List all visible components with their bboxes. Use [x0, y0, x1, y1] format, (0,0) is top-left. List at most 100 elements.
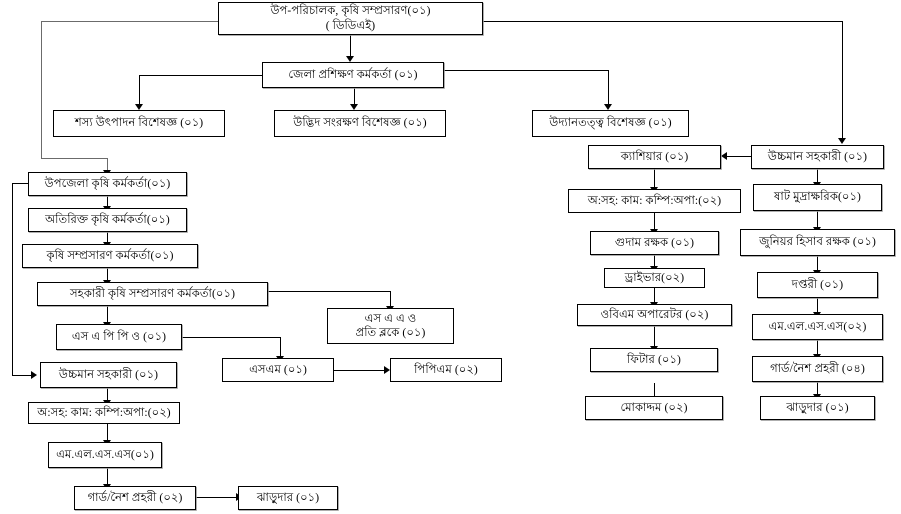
- mlss-right-label: এম.এল.এস.এস(০২): [768, 320, 867, 333]
- node-additional-agri-officer[interactable]: অতিরিক্ত কৃষি কর্মকর্তা(০১): [28, 208, 187, 232]
- office-assistant-left-label: অ:সহ: কাম: কম্পি:অপা:(০২): [37, 406, 171, 419]
- saao-per-block-line2: প্রতি ব্লকে (০১): [355, 327, 426, 339]
- connector-junioracct-daftari: [817, 256, 818, 272]
- storekeeper-label: গুদাম রক্ষক (০১): [614, 236, 695, 249]
- connector-dto-right-v: [608, 70, 609, 106]
- driver-label: ড্রাইভার(০২): [624, 271, 685, 284]
- connector-additional-aeo: [107, 232, 108, 244]
- connector-obm-fitter: [654, 326, 655, 348]
- steno-typist-label: ষাট মুদ্রাক্ষরিক(০১): [774, 191, 861, 204]
- deputy-director-line2: ( ডিডিএই): [325, 19, 376, 32]
- node-sappo[interactable]: এস এ পি পি ও (০১): [56, 324, 182, 350]
- arrowhead-horti-top: [604, 104, 612, 110]
- connector-dd-left-h2: [41, 158, 107, 159]
- guard-left-label: গার্ড/নৈশ প্রহরী (০২): [87, 491, 183, 504]
- node-horticulture-specialist[interactable]: উদ্যানতত্ত্ব বিশেষজ্ঞ (০১): [532, 110, 689, 137]
- connector-mlssright-guardright: [817, 340, 818, 356]
- node-guard-left[interactable]: গার্ড/নৈশ প্রহরী (০২): [74, 486, 196, 510]
- connector-driver-obm: [654, 288, 655, 304]
- plant-protection-specialist-label: উদ্ভিদ সংরক্ষণ বিশেষজ্ঞ (০১): [293, 117, 427, 130]
- guard-right-label: গার্ড/নৈশ প্রহরী (০৪): [770, 362, 865, 375]
- crop-production-specialist-label: শস্য উৎপাদন বিশেষজ্ঞ (০১): [74, 117, 204, 130]
- connector-udaright-steno: [817, 169, 818, 184]
- sweeper-right-label: ঝাড়ুদার (০১): [786, 401, 849, 414]
- sweeper-left-label: ঝাড়ুদার (০১): [256, 491, 320, 504]
- connector-udaleft-oa: [107, 388, 108, 402]
- node-office-assistant-mid[interactable]: অ:সহ: কাম: কম্পি:অপা:(০২): [568, 189, 741, 213]
- connector-upazila-uda-h2: [12, 375, 33, 376]
- mokaddom-label: মোকাদ্দম (০২): [620, 401, 688, 414]
- connector-steno-junioracct: [817, 211, 818, 229]
- node-assistant-agri-extension-officer[interactable]: সহকারী কৃষি সম্প্রসারণ কর্মকর্তা(০১): [37, 282, 268, 306]
- node-daftari[interactable]: দপ্তরী (০১): [757, 272, 878, 298]
- node-storekeeper[interactable]: গুদাম রক্ষক (০১): [590, 231, 719, 255]
- daftari-label: দপ্তরী (০১): [791, 278, 844, 291]
- connector-upazila-uda-v: [12, 183, 13, 376]
- saao-per-block-line1: এস এ এ ও: [364, 312, 417, 325]
- connector-dd-right-h: [483, 21, 843, 22]
- node-mlss-left[interactable]: এম.এল.এস.এস(০১): [48, 442, 162, 468]
- node-agri-extension-officer[interactable]: কৃষি সম্প্রসারণ কর্মকর্তা(০১): [22, 244, 198, 268]
- arrowhead-crop-spec-top: [135, 104, 143, 110]
- connector-upazila-additional: [107, 196, 108, 208]
- node-deputy-director[interactable]: উপ-পরিচালক, কৃষি সম্প্রসারণ(০১) ( ডিডিএই…: [218, 2, 483, 35]
- connector-upazila-uda-h1: [12, 183, 28, 184]
- connector-dd-right-v: [842, 21, 843, 140]
- node-driver[interactable]: ড্রাইভার(০২): [604, 268, 705, 288]
- connector-aaeo-sappo: [107, 306, 108, 324]
- connector-sappo-sam-h: [182, 337, 281, 338]
- assistant-agri-extension-officer-label: সহকারী কৃষি সম্প্রসারণ কর্মকর্তা(০১): [69, 287, 235, 300]
- node-guard-right[interactable]: গার্ড/নৈশ প্রহরী (০৪): [752, 356, 883, 382]
- node-sam[interactable]: এসএম (০১): [222, 358, 334, 382]
- node-fitter[interactable]: ফিটার (০১): [590, 348, 718, 372]
- connector-dto-left-h: [139, 75, 263, 76]
- node-sweeper-left[interactable]: ঝাড়ুদার (০১): [238, 486, 338, 510]
- connector-dd-left-v: [41, 21, 42, 159]
- arrowhead-dto-top: [346, 56, 354, 62]
- upper-division-assistant-right-label: উচ্চমান সহকারী (০১): [767, 150, 868, 163]
- arrowhead-ppm-left: [384, 366, 390, 374]
- connector-guard-sweeper-left: [196, 497, 238, 498]
- connector-aeo-aaeo: [107, 268, 108, 282]
- connector-guardright-sweeperright: [817, 382, 818, 396]
- deputy-director-line1: উপ-পরিচালক, কৃষি সম্প্রসারণ(০১): [270, 5, 431, 18]
- node-steno-typist[interactable]: ষাট মুদ্রাক্ষরিক(০১): [753, 184, 882, 211]
- ppm-label: পিপিএম (০২): [414, 363, 478, 376]
- horticulture-specialist-label: উদ্যানতত্ত্ব বিশেষজ্ঞ (০১): [549, 117, 672, 130]
- junior-accountant-label: জুনিয়র হিসাব রক্ষক (০১): [759, 236, 876, 249]
- arrowhead-uda-left: [31, 371, 37, 379]
- agri-extension-officer-label: কৃষি সম্প্রসারণ কর্মকর্তা(০১): [46, 249, 174, 262]
- node-upazila-agri-officer[interactable]: উপজেলা কৃষি কর্মকর্তা(০১): [28, 172, 187, 196]
- upazila-agri-officer-label: উপজেলা কৃষি কর্মকর্তা(০১): [44, 177, 171, 190]
- node-mlss-right[interactable]: এম.এল.এস.এস(০২): [752, 314, 883, 340]
- node-office-assistant-left[interactable]: অ:সহ: কাম: কম্পি:অপা:(০২): [28, 402, 180, 424]
- additional-agri-officer-label: অতিরিক্ত কৃষি কর্মকর্তা(০১): [45, 213, 170, 226]
- node-mokaddom[interactable]: মোকাদ্দম (০২): [585, 396, 723, 420]
- connector-dd-left-v2: [107, 158, 108, 172]
- connector-sappo-sam-v: [280, 337, 281, 358]
- connector-dto-right-h: [444, 70, 609, 71]
- cashier-label: ক্যাশিয়ার (০১): [620, 150, 689, 163]
- node-cashier[interactable]: ক্যাশিয়ার (০১): [588, 145, 721, 169]
- arrowhead-plant-prot-top: [350, 104, 358, 110]
- node-junior-accountant[interactable]: জুনিয়র হিসাব রক্ষক (০১): [740, 229, 895, 256]
- connector-daftari-mlssright: [817, 298, 818, 314]
- connector-dd-to-dto: [350, 35, 351, 56]
- district-training-officer-label: জেলা প্রশিক্ষণ কর্মকর্তা (০১): [288, 68, 418, 81]
- connector-dd-left-h: [41, 21, 219, 22]
- connector-oa-store: [654, 213, 655, 231]
- node-sweeper-right[interactable]: ঝাড়ুদার (০১): [760, 396, 875, 420]
- connector-sam-ppm: [334, 370, 386, 371]
- node-ppm[interactable]: পিপিএম (০২): [390, 358, 502, 382]
- sam-label: এসএম (০১): [249, 363, 307, 376]
- obm-operator-label: ওবিএম অপারেটর (০২): [600, 308, 709, 321]
- node-upper-division-assistant-right[interactable]: উচ্চমান সহকারী (০১): [751, 145, 884, 169]
- node-crop-production-specialist[interactable]: শস্য উৎপাদন বিশেষজ্ঞ (০১): [53, 110, 225, 137]
- node-obm-operator[interactable]: ওবিএম অপারেটর (০২): [577, 304, 732, 326]
- node-district-training-officer[interactable]: জেলা প্রশিক্ষণ কর্মকর্তা (০১): [262, 62, 444, 88]
- node-plant-protection-specialist[interactable]: উদ্ভিদ সংরক্ষণ বিশেষজ্ঞ (০১): [274, 110, 446, 137]
- node-upper-division-assistant-left[interactable]: উচ্চমান সহকারী (০১): [40, 362, 177, 388]
- mlss-left-label: এম.এল.এস.এস(০১): [56, 448, 154, 461]
- node-saao-per-block[interactable]: এস এ এ ও প্রতি ব্লকে (০১): [327, 308, 454, 344]
